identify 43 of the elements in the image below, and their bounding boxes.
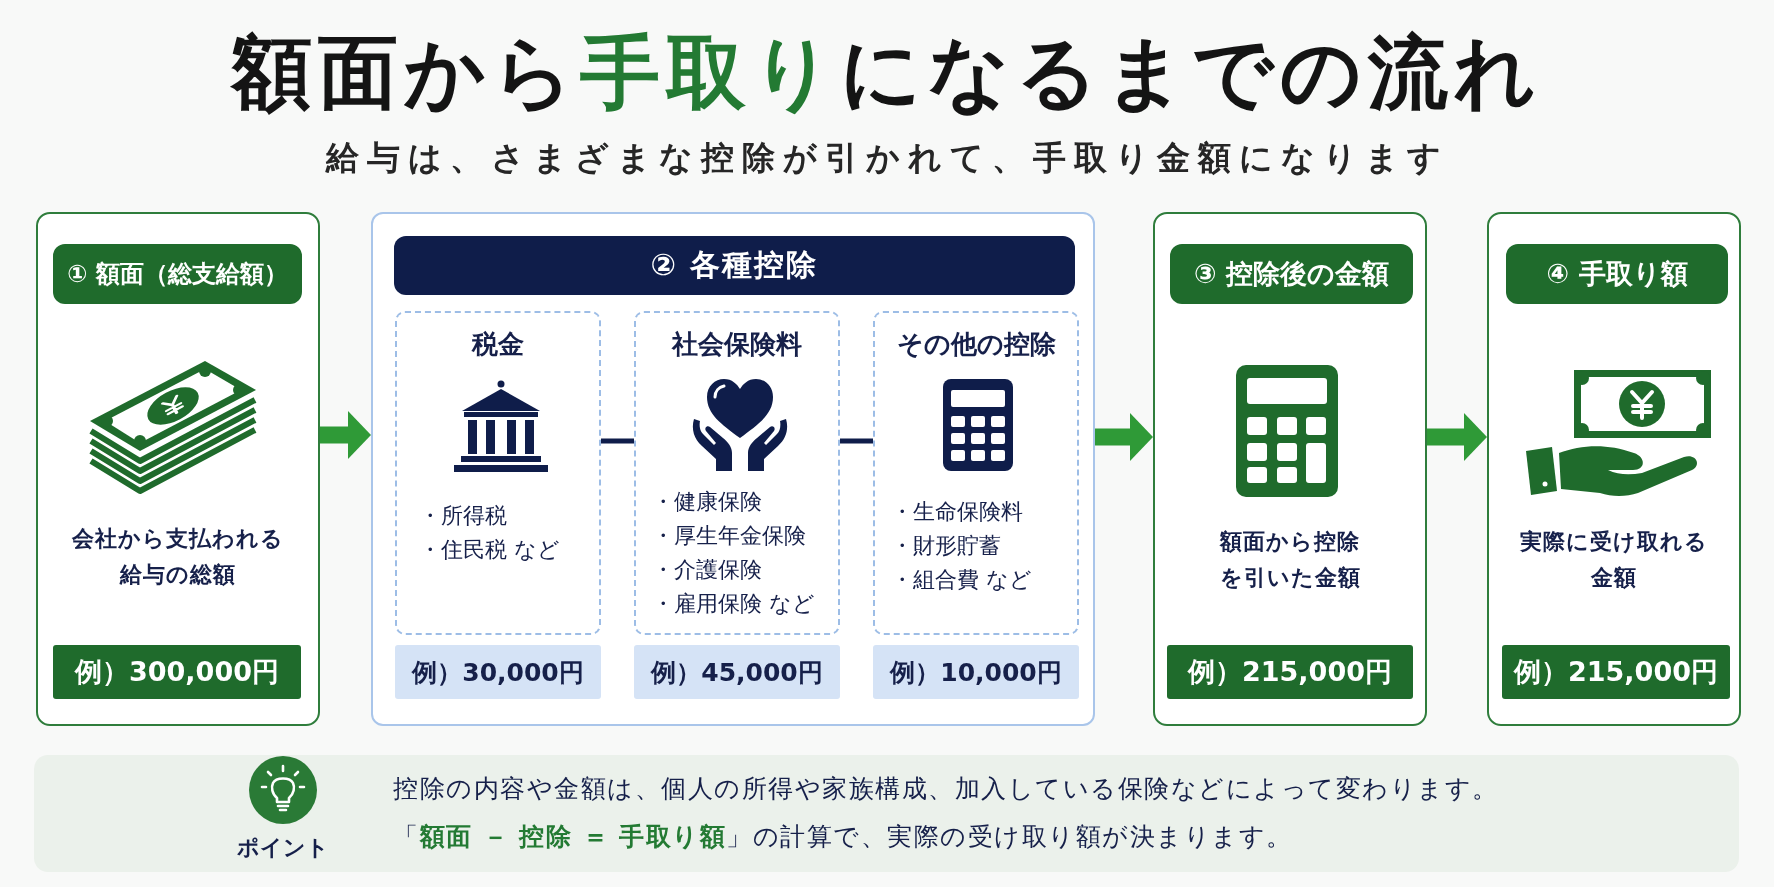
heading-band: ② 各種控除 <box>394 236 1075 295</box>
amount-bar: 例）215,000円 <box>1502 645 1730 699</box>
note-text: 「額面 － 控除 ＝ 手取り額」の計算で、実際の受け取り額が決まります。 <box>393 821 1293 853</box>
list-item: ・健康保険 <box>652 488 762 516</box>
body-text: 実際に受け取れる金額 <box>1519 528 1709 592</box>
title: 額面から手取りになるまでの流れ <box>232 25 1542 121</box>
note-text: 控除の内容や金額は、個人の所得や家族構成、加入している保険などによって変わります。 <box>393 773 1499 805</box>
category-heading: 社会保険料 <box>672 328 802 361</box>
list-item: ・財形貯蓄 <box>891 532 1001 560</box>
arrow <box>320 411 371 459</box>
category-heading: 税金 <box>472 328 524 361</box>
category-box <box>873 311 1079 635</box>
note-panel <box>34 755 1739 872</box>
amount-bar: 例）10,000円 <box>873 645 1079 699</box>
heading-pill: ④ 手取り額 <box>1506 244 1728 304</box>
step-box <box>1153 212 1427 726</box>
category-box <box>634 311 840 635</box>
subtitle: 給与は、さまざまな控除が引かれて、手取り金額になります <box>325 137 1449 179</box>
heading-pill: ③ 控除後の金額 <box>1170 244 1413 304</box>
arrow <box>1095 413 1153 461</box>
amount-bar: 例）300,000円 <box>53 645 301 699</box>
heading-pill: ① 額面（総支給額） <box>53 244 302 304</box>
connector-line <box>840 438 873 444</box>
icon-caption: ポイント <box>237 835 329 861</box>
amount-bar: 例）215,000円 <box>1167 645 1413 699</box>
list-item: ・生命保険料 <box>891 498 1023 526</box>
list-item: ・雇用保険 など <box>652 590 815 618</box>
amount-bar: 例）30,000円 <box>395 645 601 699</box>
list-item: ・組合費 など <box>891 566 1032 594</box>
list-item: ・住民税 など <box>419 536 560 564</box>
group-box <box>371 212 1095 726</box>
list-item: ・厚生年金保険 <box>652 522 806 550</box>
step-box <box>1487 212 1741 726</box>
amount-bar: 例）45,000円 <box>634 645 840 699</box>
body-text: 額面から控除を引いた金額 <box>1218 528 1362 592</box>
list-item: ・所得税 <box>419 502 507 530</box>
category-box <box>395 311 601 635</box>
category-heading: その他の控除 <box>896 328 1056 361</box>
connector-line <box>601 438 634 444</box>
body-text: 会社から支払われる給与の総額 <box>71 525 285 589</box>
list-item: ・介護保険 <box>652 556 762 584</box>
arrow <box>1427 413 1487 461</box>
step-box <box>36 212 320 726</box>
